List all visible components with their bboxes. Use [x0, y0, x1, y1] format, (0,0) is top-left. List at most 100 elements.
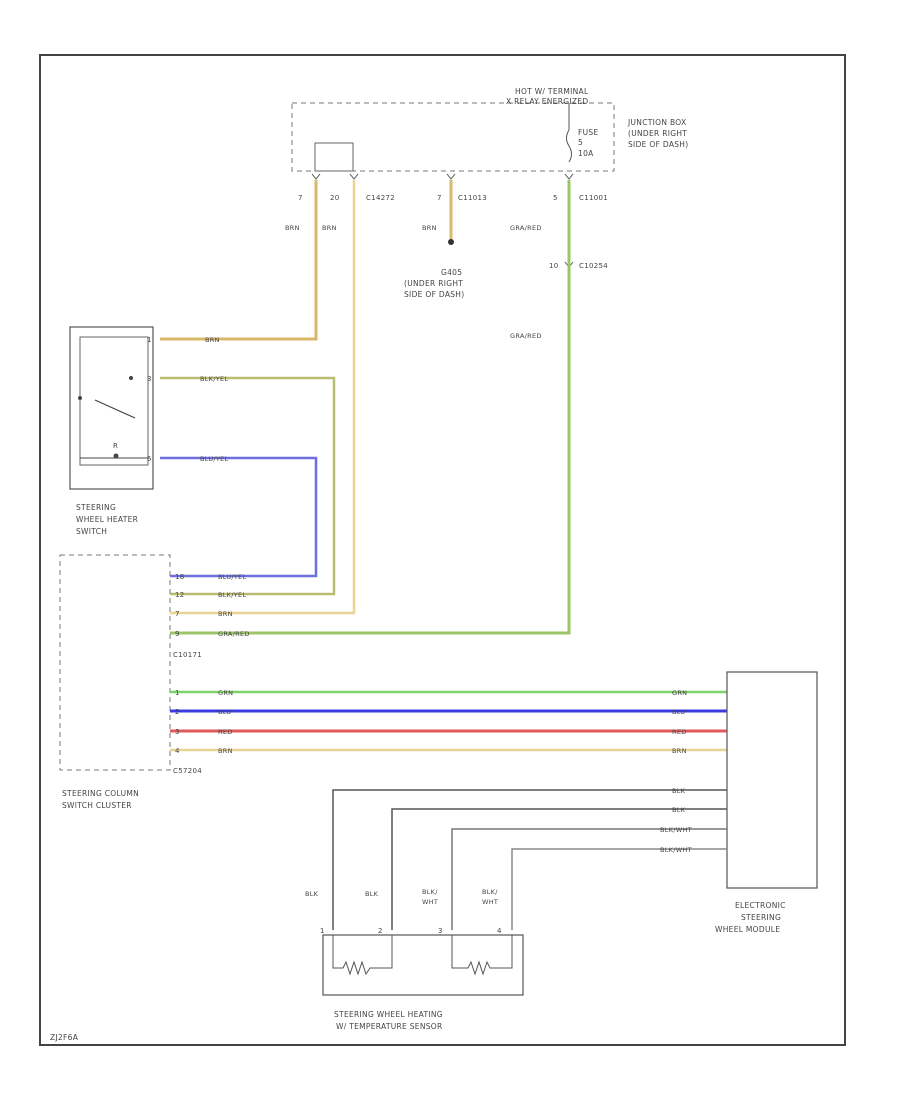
fuse-rating: 10A	[578, 149, 594, 158]
switch-cluster-outline	[59, 554, 171, 771]
wire-brn-cluster-feed	[170, 180, 356, 615]
wire-label-blk-wht-r2: BLK/WHT	[660, 846, 692, 854]
cluster-pin-4: 4	[175, 747, 180, 755]
wire-label-blk-wht-r1: BLK/WHT	[660, 826, 692, 834]
module-name-3: WHEEL MODULE	[715, 925, 780, 934]
temperature-sensor-icon	[451, 935, 513, 976]
wire-label-blu-r: BLU	[672, 708, 685, 716]
connector-arrow-top-a	[311, 173, 321, 180]
wire-blk-wht-2	[511, 848, 727, 930]
connector-c10254: C10254	[579, 262, 608, 270]
heating-element-icon	[332, 935, 393, 976]
heater-pin-3: 3	[438, 927, 443, 935]
wire-label-blk-h1: BLK	[305, 890, 319, 898]
connector-c14272: C14272	[366, 194, 395, 202]
wire-blu-yel-switch	[160, 456, 318, 578]
heater-switch-inner	[79, 336, 149, 466]
ground-id: G405	[441, 268, 462, 277]
wire-label-blu-yel-sw: BLU/YEL	[200, 455, 229, 463]
wire-label-blk-yel-sw: BLK/YEL	[200, 375, 228, 383]
cluster-pin-1: 1	[175, 689, 180, 697]
connector-c57204: C57204	[173, 767, 202, 775]
switch-pin-1: 1	[147, 336, 152, 344]
switch-contact-left	[78, 396, 82, 400]
connector-c11013: C11013	[458, 194, 487, 202]
wire-label-blk-yel-cl: BLK/YEL	[218, 591, 246, 599]
heater-switch-box	[69, 326, 154, 490]
wire-label-brn-l: BRN	[218, 747, 233, 755]
switch-pin-5: 5	[147, 455, 152, 463]
switch-indicator-icon	[113, 453, 119, 459]
switch-lever	[94, 399, 136, 419]
wire-label-brn-r: BRN	[672, 747, 687, 755]
heater-name-2: W/ TEMPERATURE SENSOR	[336, 1022, 443, 1031]
junction-box-label-1: JUNCTION BOX	[627, 118, 686, 127]
steering-wheel-module-box	[726, 671, 818, 889]
fuse-name: FUSE	[578, 128, 599, 137]
fuse-icon	[566, 129, 572, 163]
heater-name-1: STEERING WHEEL HEATING	[334, 1010, 443, 1019]
cluster-pin-7: 7	[175, 610, 180, 618]
pin-top-a: 7	[298, 194, 303, 202]
hot-terminal-label-2: X RELAY ENERGIZED	[506, 97, 588, 106]
switch-center-pin: R	[113, 442, 118, 450]
pin-top-c: 7	[437, 194, 442, 202]
wire-label-blk-wht-h1b: WHT	[422, 898, 438, 906]
wire-label-brn-cl: BRN	[218, 610, 233, 618]
wire-blk-wht-1	[451, 828, 727, 930]
junction-box-inner-block	[314, 142, 354, 172]
fuse-number: 5	[578, 138, 583, 147]
wire-label-grn-r: GRN	[672, 689, 687, 697]
wire-label-blu-yel-cl: BLU/YEL	[218, 573, 247, 581]
wire-gra-red-feed	[170, 180, 571, 635]
ground-location-2: SIDE OF DASH)	[404, 290, 464, 299]
wire-label-brn-sw: BRN	[205, 336, 220, 344]
wire-blk-yel-switch	[160, 376, 336, 596]
wire-label-brn-1: BRN	[285, 224, 300, 232]
cluster-pin-3: 3	[175, 728, 180, 736]
module-name-2: STEERING	[741, 913, 781, 922]
cluster-name-2: SWITCH CLUSTER	[62, 801, 132, 810]
wire-label-gra-red-cl: GRA/RED	[218, 630, 250, 638]
switch-pin-3: 3	[147, 375, 152, 383]
heater-pin-1: 1	[320, 927, 325, 935]
wire-label-gra-red-2: GRA/RED	[510, 332, 542, 340]
ground-icon	[448, 239, 454, 245]
switch-name-1: STEERING	[76, 503, 116, 512]
cluster-pin-9: 9	[175, 630, 180, 638]
wire-label-red-l: RED	[218, 728, 233, 736]
pin-top-d: 5	[553, 194, 558, 202]
switch-name-2: WHEEL HEATER	[76, 515, 138, 524]
wire-label-blk-r1: BLK	[672, 787, 686, 795]
wire-label-brn-3: BRN	[422, 224, 437, 232]
connector-arrow-top-c	[446, 173, 456, 180]
pin-splice: 10	[549, 262, 559, 270]
connector-c10171: C10171	[173, 651, 202, 659]
wire-label-blu-l: BLU	[218, 708, 231, 716]
wire-label-blk-r2: BLK	[672, 806, 686, 814]
cluster-pin-18: 18	[175, 573, 185, 581]
wire-label-gra-red-1: GRA/RED	[510, 224, 542, 232]
wire-brn-switch-feed	[160, 180, 318, 341]
connector-arrow-top-b	[349, 173, 359, 180]
module-name-1: ELECTRONIC	[735, 901, 786, 910]
pin-top-b: 20	[330, 194, 340, 202]
heater-pin-2: 2	[378, 927, 383, 935]
wire-label-brn-2: BRN	[322, 224, 337, 232]
diagram-frame	[39, 54, 846, 1046]
switch-name-3: SWITCH	[76, 527, 107, 536]
switch-contact-right	[129, 376, 133, 380]
cluster-pin-2: 2	[175, 708, 180, 716]
wire-label-red-r: RED	[672, 728, 687, 736]
wire-label-blk-h2: BLK	[365, 890, 379, 898]
wire-blk-2	[391, 808, 727, 930]
wire-label-blk-wht-h2b: WHT	[482, 898, 498, 906]
cluster-name-1: STEERING COLUMN	[62, 789, 139, 798]
heater-pin-4: 4	[497, 927, 502, 935]
junction-box-label-2: (UNDER RIGHT	[628, 129, 687, 138]
heater-sensor-box	[322, 934, 524, 996]
wire-blk-1	[332, 789, 727, 930]
wire-label-grn-l: GRN	[218, 689, 233, 697]
ground-location-1: (UNDER RIGHT	[404, 279, 463, 288]
